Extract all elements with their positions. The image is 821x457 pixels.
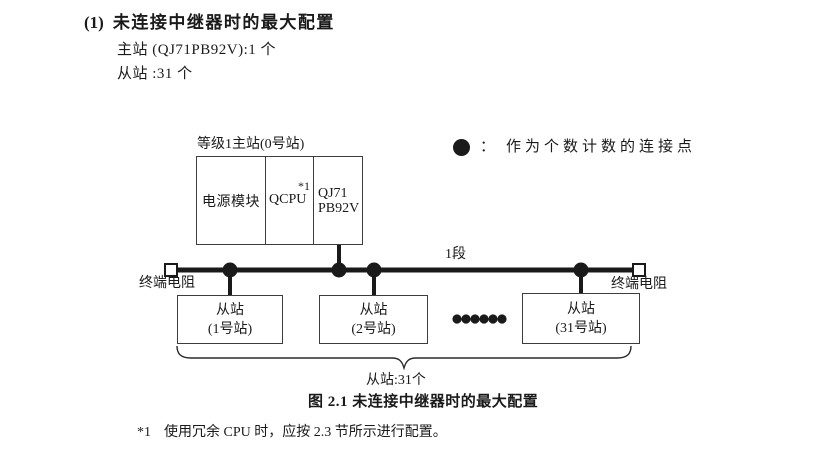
master-count-line: 主站 (QJ71PB92V):1 个: [117, 42, 277, 58]
figure-caption: 图 2.1 未连接中继器时的最大配置: [308, 394, 539, 410]
terminator-right-icon: [632, 263, 646, 277]
legend-label: 作为个数计数的连接点: [506, 139, 697, 155]
slave-station-1-box: 从站 (1号站): [177, 295, 283, 344]
master-station-label: 等级1主站(0号站): [197, 137, 305, 152]
legend-separator: ：: [480, 139, 496, 155]
master-station-box: 电源模块 *1 QCPU QJ71 PB92V: [196, 156, 363, 245]
connection-dot: [331, 262, 347, 278]
slave-station-31-line1: 从站: [567, 301, 595, 317]
terminator-left-label: 终端电阻: [139, 276, 195, 291]
connection-dot: [573, 262, 589, 278]
section-title: 未连接中继器时的最大配置: [112, 13, 335, 32]
footnote-marker: *1: [137, 425, 151, 440]
segment-label: 1段: [445, 247, 466, 262]
slave-station-31-box: 从站 (31号站): [522, 293, 640, 344]
cpu-label: QCPU: [269, 192, 307, 207]
section-index: (1): [84, 13, 104, 32]
section-heading: (1) 未连接中继器时的最大配置: [84, 13, 335, 33]
footnote: *1 使用冗余 CPU 时，应按 2.3 节所示进行配置。: [137, 425, 447, 441]
slave-station-2-line2: (2号站): [351, 321, 396, 337]
slave-station-2-line1: 从站: [359, 302, 388, 318]
power-module-cell: 电源模块: [197, 157, 266, 244]
ellipsis-dots-icon: [452, 314, 507, 324]
slaves-underbrace: [176, 345, 632, 371]
network-module-cell: QJ71 PB92V: [314, 157, 362, 244]
network-module-line2: PB92V: [318, 200, 360, 216]
connection-dot: [222, 262, 238, 278]
slave-station-1-line2: (1号站): [207, 321, 253, 337]
slave-count-line: 从站 :31 个: [117, 66, 193, 82]
footnote-text: 使用冗余 CPU 时，应按 2.3 节所示进行配置。: [164, 425, 447, 440]
terminator-left-icon: [164, 263, 178, 277]
connection-dot: [366, 262, 382, 278]
cpu-footnote-ref: *1: [298, 179, 310, 193]
slave-station-1-line1: 从站: [216, 302, 244, 318]
power-module-label: 电源模块: [202, 194, 260, 210]
legend: ： 作为个数计数的连接点: [453, 138, 696, 156]
terminator-right-label: 终端电阻: [611, 277, 667, 292]
slaves-total-label: 从站:31个: [366, 373, 426, 388]
connection-point-icon: [453, 138, 470, 156]
slave-station-31-line2: (31号站): [555, 320, 607, 336]
network-module-line1: QJ71: [318, 185, 348, 201]
slave-station-2-box: 从站 (2号站): [319, 295, 428, 344]
cpu-cell: *1 QCPU: [266, 157, 314, 244]
